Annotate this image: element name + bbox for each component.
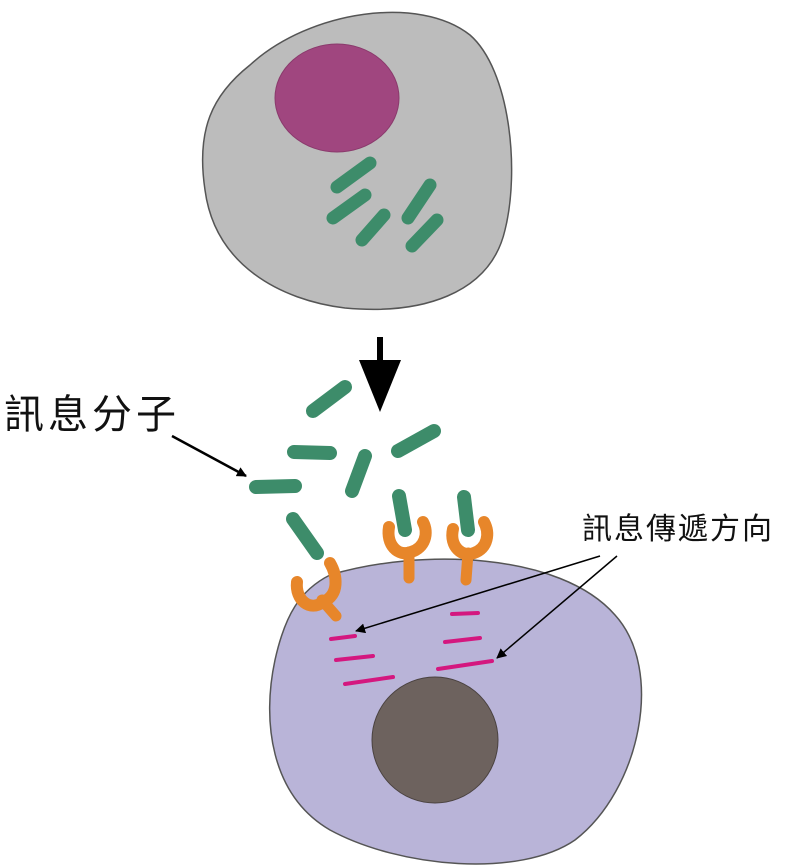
internal-signal-line (329, 634, 357, 641)
receptor (446, 516, 494, 586)
label-signal-direction: 訊息傳遞方向 (582, 512, 774, 547)
signal-flow-arrow (359, 337, 401, 412)
source-cell (201, 11, 513, 311)
label-signal-molecule-pointer (171, 434, 247, 478)
source-nucleus (274, 43, 400, 153)
signal-molecule (249, 479, 302, 494)
stored-molecule (326, 188, 372, 225)
internal-signal-line (436, 659, 494, 671)
bound-signal-molecule (286, 512, 324, 560)
receptor (290, 557, 342, 622)
stored-molecule (355, 208, 391, 247)
receptor (382, 516, 432, 584)
internal-signal-line (450, 611, 480, 616)
signal-molecule (306, 380, 352, 418)
internal-signals (329, 611, 494, 686)
stored-molecule (330, 156, 377, 194)
internal-signal-line (343, 675, 395, 686)
signal-molecule (391, 424, 441, 458)
target-cell (268, 558, 643, 865)
stored-molecule (401, 178, 437, 225)
bound-signal-molecule (457, 490, 475, 537)
stored-molecule (405, 213, 444, 253)
internal-signal-line (443, 636, 482, 644)
target-nucleus (371, 676, 499, 804)
internal-signal-line (334, 654, 375, 662)
stored-signal-molecules (326, 156, 444, 253)
bound-signal-molecule (392, 489, 412, 537)
signal-molecule (345, 449, 372, 498)
label-signal-molecule: 訊息分子 (4, 392, 180, 438)
signal-molecule (287, 445, 337, 460)
released-signal-molecules (249, 380, 475, 560)
label-signal-direction-pointer-1 (355, 555, 601, 634)
receptors (290, 516, 494, 622)
label-signal-direction-pointer-2 (496, 555, 618, 659)
